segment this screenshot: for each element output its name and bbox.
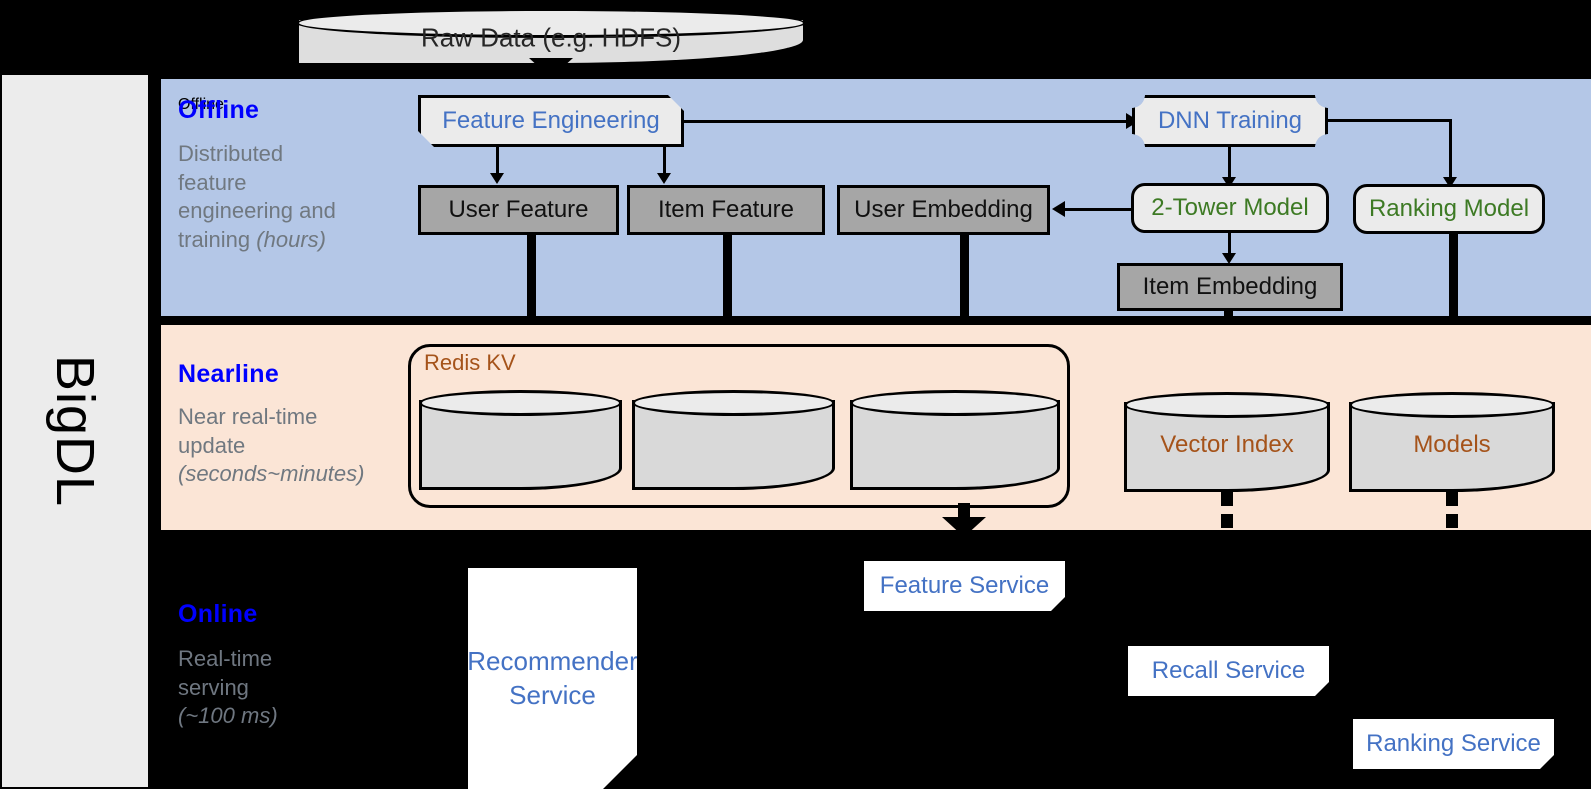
online-sub-italic: (~100 ms) — [178, 703, 278, 729]
recall-service-label: Recall Service — [1151, 656, 1306, 684]
models-cylinder: Models — [1349, 392, 1555, 492]
connector-fe-dnn — [684, 120, 1130, 123]
recommender-service-l1: Recommender — [467, 645, 638, 676]
user-feature-box[interactable]: User Feature — [418, 185, 619, 235]
user-embedding-box[interactable]: User Embedding — [837, 185, 1050, 235]
ranking-service-box[interactable]: Ranking Service — [1353, 719, 1554, 769]
offline-sub-l4: training (hours) — [178, 226, 378, 255]
feature-engineering-box[interactable]: Feature Engineering — [418, 95, 684, 147]
cylinder-top — [296, 8, 806, 38]
connector-itemfeature-store — [723, 235, 732, 390]
connector-rankingmodel-models — [1449, 234, 1458, 391]
dash-segment-models-2 — [1446, 514, 1458, 528]
feature-service-label: Feature Service — [879, 571, 1050, 599]
offline-sub-l2: feature — [178, 169, 247, 195]
connector-dnn-ranking-v — [1449, 119, 1452, 181]
arrowhead-twotower-itememb — [1222, 253, 1236, 264]
arrowhead-redis-featureservice — [942, 517, 986, 537]
two-tower-model-box[interactable]: 2-Tower Model — [1131, 183, 1329, 233]
cylinder-top — [1349, 392, 1555, 418]
online-subtitle: Real-time serving (~100 ms) — [178, 645, 408, 731]
redis-kv-label: Redis KV — [424, 350, 516, 375]
nearline-sub-l2: update — [178, 432, 246, 458]
redis-kv-container — [408, 344, 1070, 508]
feature-engineering-label: Feature Engineering — [442, 107, 660, 134]
recall-service-box[interactable]: Recall Service — [1128, 646, 1329, 696]
connector-dnn-ranking-h — [1328, 119, 1452, 122]
user-feature-label: User Feature — [448, 196, 589, 223]
vector-index-label: Vector Index — [1160, 430, 1294, 458]
connector-fe-itemfeature — [663, 147, 666, 175]
redis-store-1 — [419, 390, 622, 490]
recommender-service-l2: Service — [509, 679, 596, 710]
item-embedding-box[interactable]: Item Embedding — [1117, 263, 1343, 311]
redis-store-3 — [850, 390, 1060, 490]
models-label: Models — [1413, 430, 1491, 458]
arrowhead-fe-userfeature — [490, 173, 504, 184]
cylinder-top — [850, 390, 1060, 416]
dash-segment-featureservice — [958, 503, 970, 517]
connector-fe-userfeature — [496, 147, 499, 175]
connector-twotower-itememb — [1228, 233, 1231, 258]
item-embedding-label: Item Embedding — [1142, 273, 1318, 300]
bigdl-sidebar: BigDL — [2, 75, 148, 787]
cylinder-top — [419, 390, 622, 416]
item-feature-label: Item Feature — [657, 196, 795, 223]
recommender-service-box[interactable]: Recommender Service — [468, 568, 637, 789]
nearline-title: Nearline — [178, 360, 280, 388]
arrowhead-fe-itemfeature — [657, 173, 671, 184]
nearline-sub-l1: Near real-time — [178, 404, 318, 429]
raw-data-label: Raw Data (e.g. HDFS) — [420, 22, 682, 53]
cylinder-top — [632, 390, 835, 416]
bigdl-label: BigDL — [45, 354, 105, 508]
vector-index-cylinder: Vector Index — [1124, 392, 1330, 492]
nearline-subtitle: Near real-time update (seconds~minutes) — [178, 403, 408, 489]
user-embedding-label: User Embedding — [854, 196, 1033, 223]
offline-title-text: Offline — [178, 96, 260, 124]
offline-title: Offline — [178, 96, 224, 113]
connector-twotower-userembedding — [1065, 208, 1133, 211]
offline-sub-l4-text: training — [178, 226, 257, 252]
arrowhead-dnn-twotower — [1222, 177, 1236, 188]
item-feature-box[interactable]: Item Feature — [627, 185, 825, 235]
arrowhead-twotower-userembedding — [1052, 201, 1065, 217]
recommender-service-label: Recommender Service — [467, 645, 638, 713]
dash-segment-vectorindex-1 — [1221, 492, 1233, 506]
connector-dnn-twotower — [1228, 147, 1231, 180]
arrowhead-rawdata-fe — [529, 58, 573, 78]
feature-service-box[interactable]: Feature Service — [864, 561, 1065, 611]
nearline-sub-italic: (seconds~minutes) — [178, 461, 365, 487]
dnn-training-box[interactable]: DNN Training — [1132, 95, 1328, 147]
dash-segment-vectorindex-2 — [1221, 514, 1233, 528]
offline-sub-l3: engineering and — [178, 198, 336, 224]
redis-store-2 — [632, 390, 835, 490]
online-sub-l2: serving — [178, 674, 249, 700]
ranking-model-box[interactable]: Ranking Model — [1353, 184, 1545, 234]
online-title: Online — [178, 600, 258, 628]
online-sub-l1: Real-time — [178, 646, 273, 671]
ranking-service-label: Ranking Service — [1366, 729, 1541, 757]
offline-sub-italic: (hours) — [256, 226, 326, 252]
offline-subtitle: Distributed feature engineering and trai… — [178, 140, 378, 254]
ranking-model-label: Ranking Model — [1368, 195, 1530, 222]
arrowhead-dnn-ranking — [1443, 177, 1457, 188]
raw-data-cylinder: Raw Data (e.g. HDFS) — [296, 8, 806, 66]
dnn-training-label: DNN Training — [1157, 107, 1303, 134]
dash-segment-models-1 — [1446, 492, 1458, 506]
connector-userfeature-store — [527, 235, 536, 390]
cylinder-top — [1124, 392, 1330, 418]
connector-userembedding-store — [960, 235, 969, 390]
offline-sub-l1: Distributed — [178, 141, 284, 166]
two-tower-model-label: 2-Tower Model — [1151, 194, 1309, 221]
